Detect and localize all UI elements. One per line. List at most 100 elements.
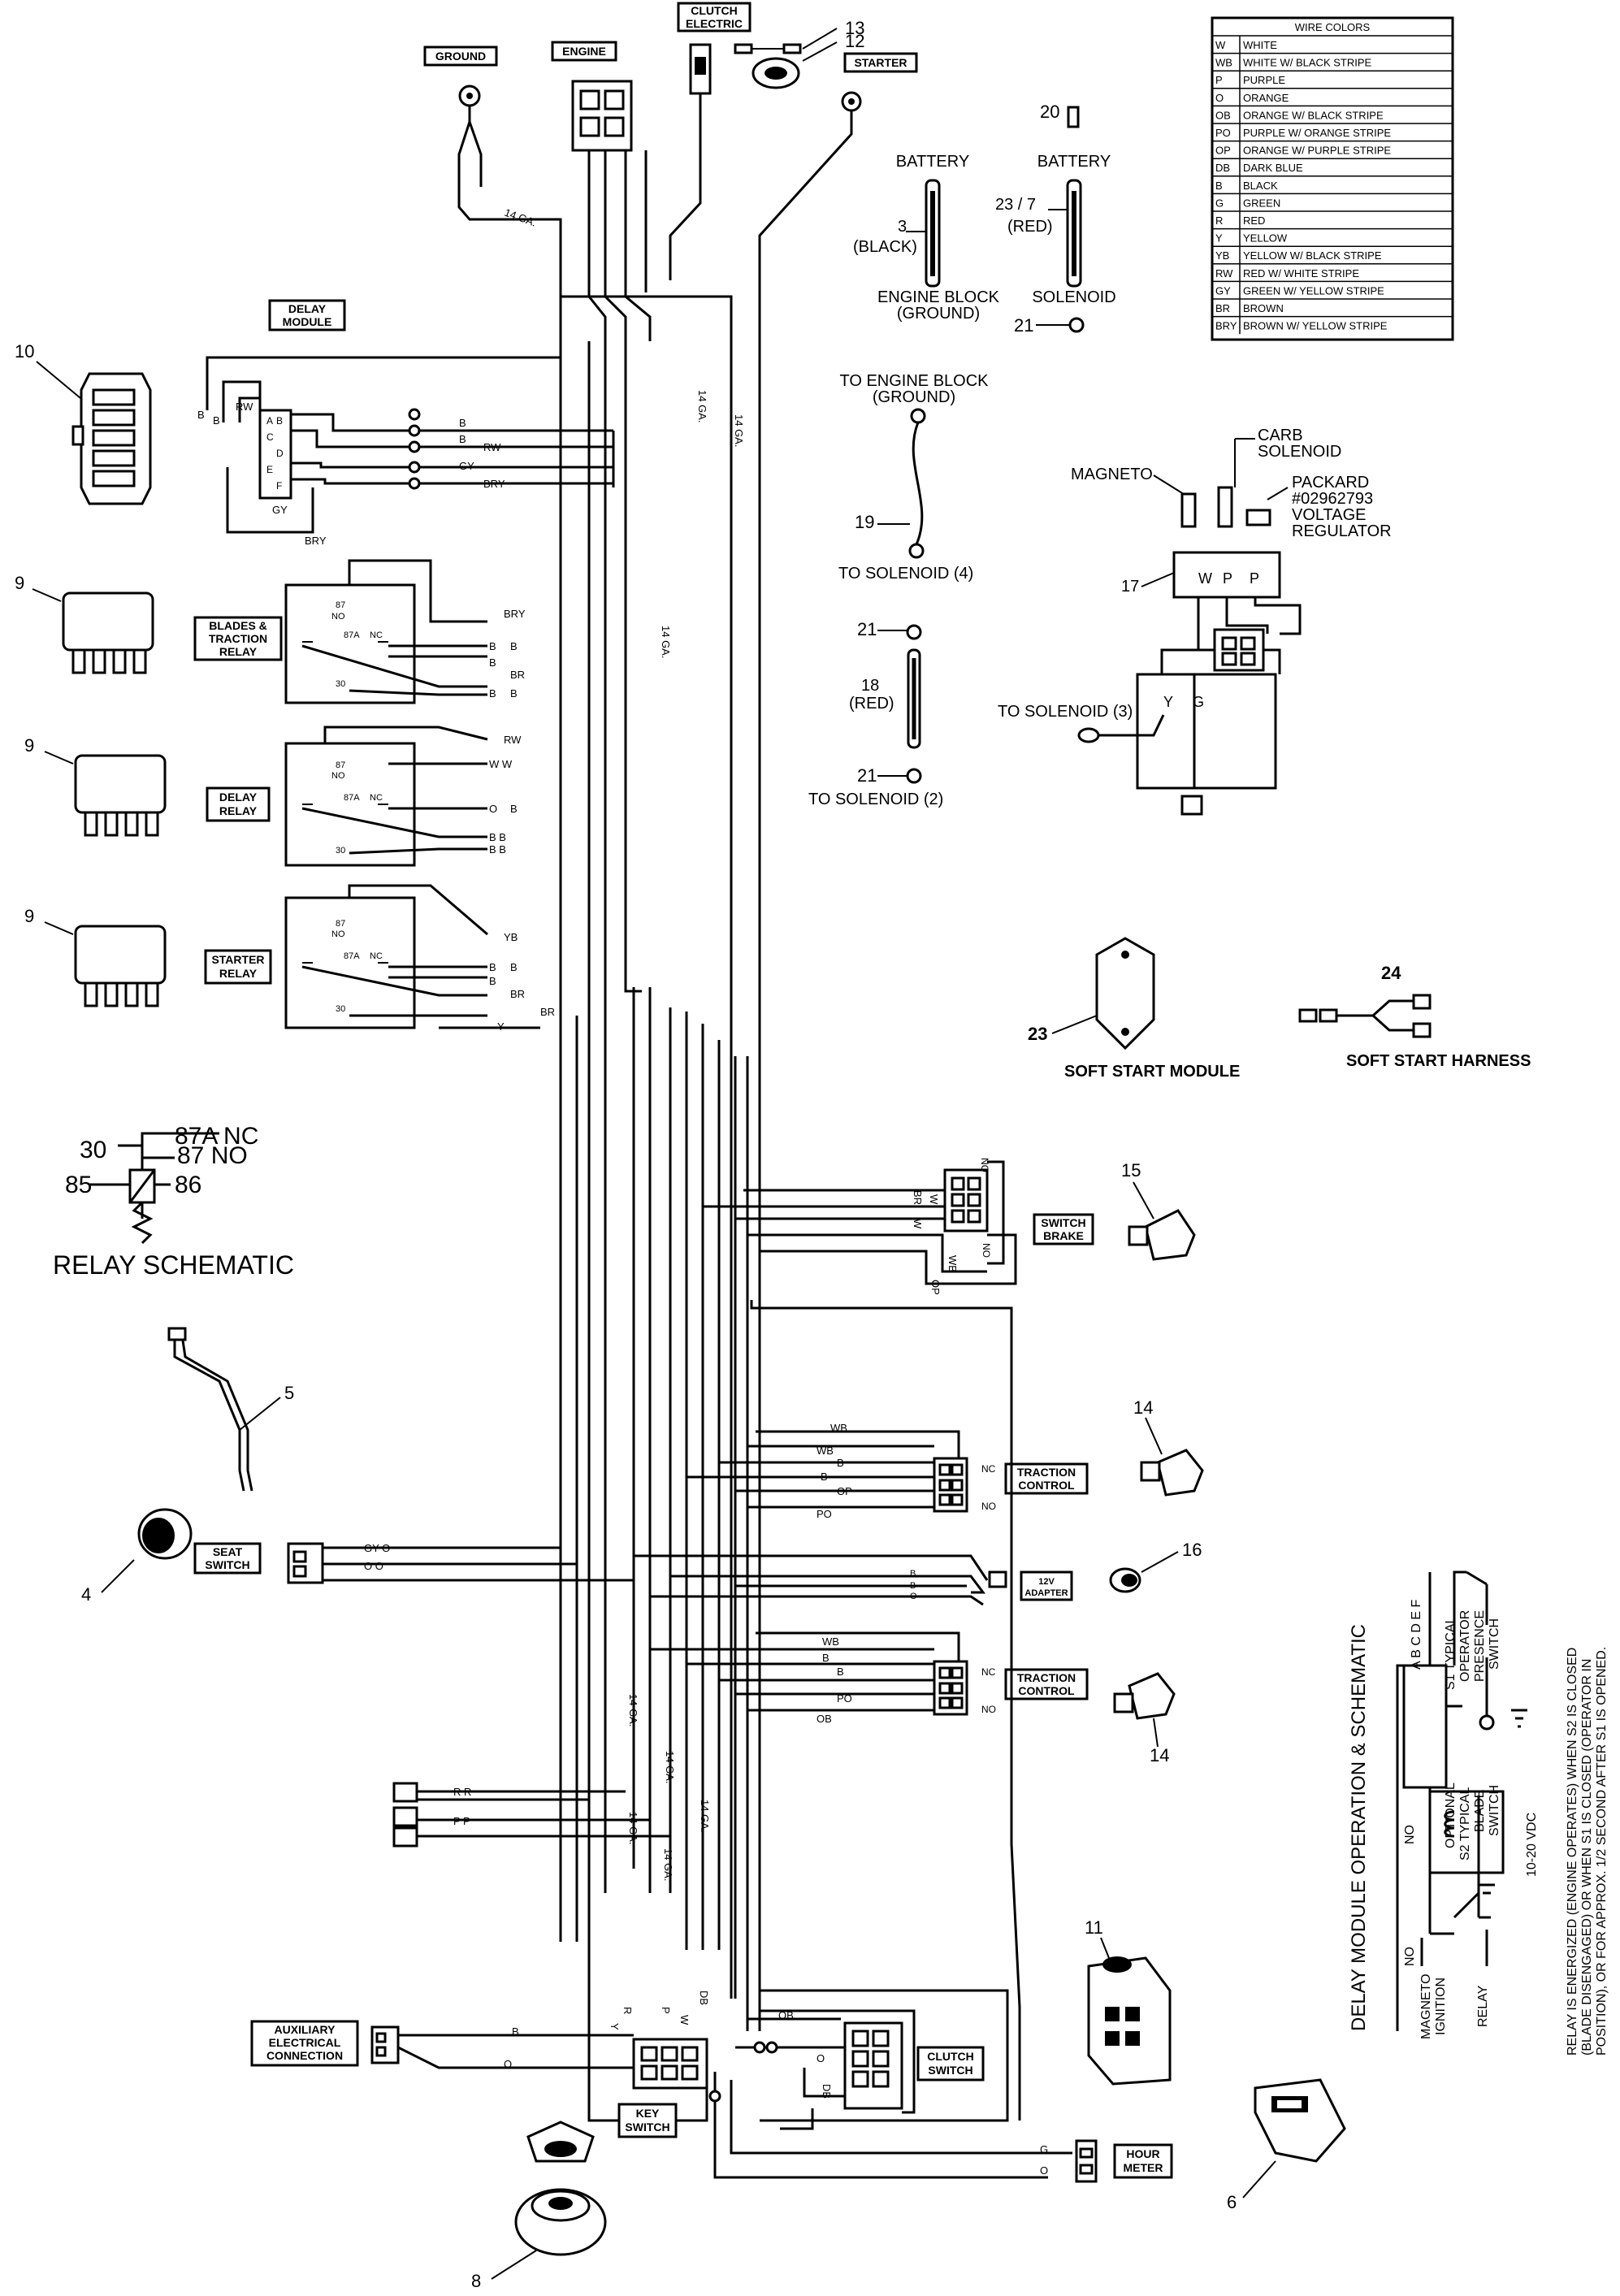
svg-text:Y: Y [1163,694,1173,710]
svg-text:87: 87 [336,919,345,929]
seat-switch-part-4: 4 [81,1508,193,1605]
svg-text:OPTIONAL: OPTIONAL [1444,1783,1458,1848]
svg-text:WB: WB [822,1635,839,1648]
wire-color-name: WHITE [1243,39,1277,51]
svg-text:ELECTRICAL: ELECTRICAL [269,2036,341,2049]
battery-black-cable: BATTERY 3 (BLACK) ENGINE BLOCK (GROUND) [853,153,1000,323]
starter-terminal: STARTER [758,52,918,280]
svg-text:PRESENCE: PRESENCE [1473,1610,1487,1682]
svg-text:30: 30 [336,846,345,856]
svg-text:NO: NO [331,771,345,781]
delay-module-schematic: A B C D E F DELAY MODULE OPERATION & SCH… [1348,1570,1609,2056]
svg-text:18: 18 [861,677,879,695]
svg-text:14: 14 [1133,1397,1153,1418]
svg-text:PACKARD: PACKARD [1292,474,1369,492]
svg-text:RELAY SCHEMATIC: RELAY SCHEMATIC [53,1250,294,1280]
svg-text:5: 5 [284,1383,294,1403]
wire-color-code: BR [1215,302,1230,314]
svg-text:14: 14 [1150,1745,1169,1765]
delay-module-part-10: 10 [15,341,152,505]
svg-text:3: 3 [898,218,907,236]
svg-text:RW: RW [504,734,522,746]
svg-text:14 GA.: 14 GA. [733,414,745,447]
svg-text:21: 21 [1014,315,1033,336]
svg-text:(BLACK): (BLACK) [853,238,917,256]
svg-text:D: D [276,448,284,459]
wire-color-name: YELLOW [1243,232,1288,245]
svg-text:BATTERY: BATTERY [896,153,969,171]
svg-text:ENGINE BLOCK: ENGINE BLOCK [877,288,1000,306]
svg-text:BLADES &: BLADES & [209,619,267,632]
svg-text:WB: WB [816,1445,834,1457]
blades-traction-relay: BLADES & TRACTION RELAY 87 NO NC 87A 30 … [193,559,526,704]
svg-text:NC: NC [981,1463,996,1475]
svg-text:W: W [1198,570,1212,587]
svg-text:DELAY MODULE OPERATION & SCHEM: DELAY MODULE OPERATION & SCHEMATIC [1348,1624,1370,2031]
wire-color-code: B [1215,180,1223,192]
delay-module-connector: DELAY MODULE A B C D E F B B RW GY BRY B… [197,299,613,547]
svg-text:KEY: KEY [636,2107,660,2120]
svg-text:NO: NO [1403,1947,1417,1966]
svg-text:W: W [928,1194,940,1205]
clutch-switch-connector: OB O DB CLUTCH SWITCH [735,2009,985,2130]
svg-text:B B: B B [489,843,506,856]
svg-text:NO: NO [331,929,345,939]
svg-text:BR: BR [540,1006,555,1018]
svg-text:REGULATOR: REGULATOR [1292,522,1392,540]
ground-cable-19: TO ENGINE BLOCK (GROUND) 19 TO SOLENOID … [838,372,989,583]
svg-text:YB: YB [504,931,518,943]
svg-text:O: O [1040,2164,1048,2177]
top-harness-wires: 14 GA. [503,93,733,341]
clutch-pulley-part-13-12: 13 12 [734,18,864,89]
wire-color-code: P [1215,74,1223,86]
svg-text:23 / 7: 23 / 7 [995,196,1036,214]
wire-color-name: RED W/ WHITE STRIPE [1243,267,1359,279]
svg-text:O: O [910,1592,917,1601]
svg-text:B: B [510,687,518,700]
svg-text:14 GA.: 14 GA. [627,1694,639,1726]
svg-text:STARTER: STARTER [211,953,264,966]
wire-color-name: PURPLE W/ ORANGE STRIPE [1243,127,1391,139]
wire-color-name: BROWN W/ YELLOW STRIPE [1243,320,1388,332]
svg-text:#02962793: #02962793 [1292,490,1373,508]
svg-text:10: 10 [15,341,34,362]
seat-harness-part-5: 5 [167,1327,294,1492]
svg-text:C: C [266,431,274,443]
traction-switch-part-14-a: 14 [1133,1397,1204,1497]
svg-text:87A NC: 87A NC [175,1123,258,1150]
svg-text:NO: NO [331,612,345,622]
svg-text:SWITCH: SWITCH [1488,1785,1501,1836]
svg-text:B: B [910,1569,916,1579]
svg-text:B: B [512,2025,519,2038]
wire-color-code: DB [1215,162,1230,174]
traction-switch-part-14-b: 14 [1113,1672,1176,1765]
svg-text:(BLADE DISENGAGED) OR WHEN S1: (BLADE DISENGAGED) OR WHEN S1 IS CLOSED … [1580,1659,1594,2056]
svg-text:B: B [837,1666,844,1678]
svg-text:17: 17 [1121,578,1139,596]
svg-text:30: 30 [80,1137,106,1163]
wire-color-code: Y [1215,232,1223,245]
svg-text:ELECTRIC: ELECTRIC [686,17,743,30]
svg-text:B: B [837,1457,844,1469]
svg-text:14 GA.: 14 GA. [503,206,538,229]
soft-start-module: 23 SOFT START MODULE [1028,937,1240,1081]
switch-part-11: 11 [1085,1917,1172,2086]
svg-text:B: B [489,640,496,652]
svg-text:OP: OP [929,1280,942,1295]
svg-text:P P: P P [453,1815,470,1827]
svg-text:G: G [1040,2143,1048,2155]
svg-text:BLADE: BLADE [1473,1790,1487,1832]
svg-text:POSITION), OR FOR APPROX. 1/2: POSITION), OR FOR APPROX. 1/2 SECOND AFT… [1595,1647,1609,2056]
wire-color-code: R [1215,214,1223,227]
svg-text:VOLTAGE: VOLTAGE [1292,506,1367,524]
svg-text:Y: Y [609,2023,621,2030]
svg-text:B: B [489,687,496,700]
wire-color-name: GREEN [1243,197,1280,209]
svg-text:14 GA.: 14 GA. [660,626,672,658]
wire-color-code: PO [1215,127,1231,139]
svg-text:RELAY: RELAY [1476,1985,1490,2027]
brake-switch-part-15: 15 [1121,1160,1196,1261]
svg-text:W: W [678,2015,691,2025]
svg-text:NO: NO [1403,1825,1417,1844]
